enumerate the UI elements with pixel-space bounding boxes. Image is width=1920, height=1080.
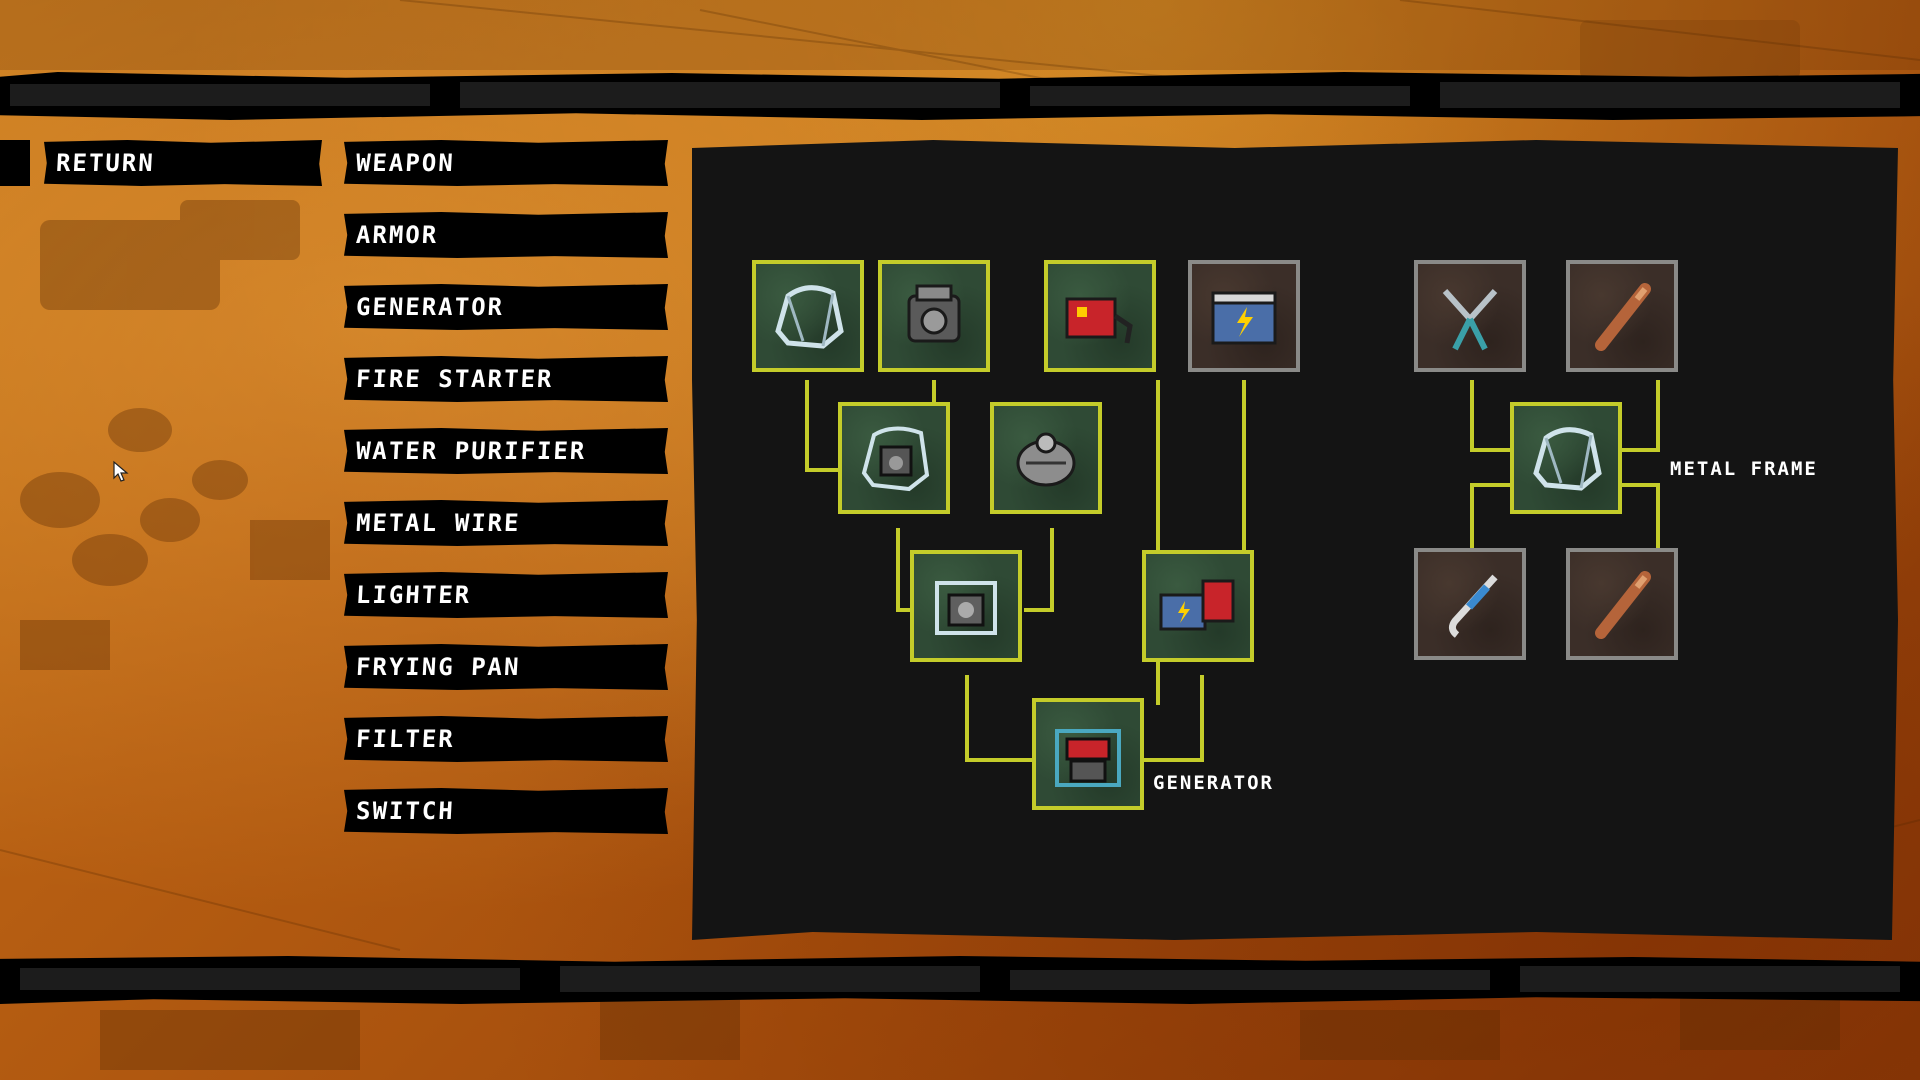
metal-frame-icon xyxy=(775,285,844,349)
battery-icon xyxy=(1211,291,1277,345)
metal-pipe-icon xyxy=(1595,283,1651,351)
crowbar-icon xyxy=(1448,574,1498,638)
generator-node-battery[interactable] xyxy=(1188,260,1300,372)
metal-frame-node-metal-frame[interactable] xyxy=(1510,402,1622,514)
generator-tree-label: GENERATOR xyxy=(1153,772,1274,794)
menu-item-label: WEAPON xyxy=(355,149,456,177)
menu-item-label: FILTER xyxy=(355,725,456,753)
menu-item-label: SWITCH xyxy=(355,797,456,825)
bolt-cutter-icon xyxy=(1442,289,1498,351)
return-button[interactable]: RETURN xyxy=(44,140,322,186)
generator-node-battery-motor[interactable] xyxy=(1142,550,1254,662)
menu-item-label: WATER PURIFIER xyxy=(355,437,588,465)
generator-node-generator[interactable] xyxy=(1032,698,1144,810)
menu-item-generator[interactable]: GENERATOR xyxy=(344,284,668,330)
red-motor-icon xyxy=(1065,297,1133,344)
generator-node-metal-frame[interactable] xyxy=(752,260,864,372)
banner-scribble-top xyxy=(10,82,1900,108)
metal-frame-icon xyxy=(1533,427,1602,491)
menu-item-water-purifier[interactable]: WATER PURIFIER xyxy=(344,428,668,474)
frame-engine-icon xyxy=(861,426,930,492)
menu-item-lighter[interactable]: LIGHTER xyxy=(344,572,668,618)
generator-node-framed-engine[interactable] xyxy=(910,550,1022,662)
top-banner xyxy=(0,72,1920,120)
generator-node-alternator[interactable] xyxy=(990,402,1102,514)
framed-engine-icon xyxy=(935,581,997,635)
metal-frame-node-bolt-cutter[interactable] xyxy=(1414,260,1526,372)
generator-icon xyxy=(1055,729,1121,787)
alternator-icon xyxy=(1016,432,1076,487)
menu-item-label: ARMOR xyxy=(355,221,439,249)
mouse-cursor-icon xyxy=(113,460,129,482)
metal-frame-node-metal-pipe[interactable] xyxy=(1566,260,1678,372)
return-button-label: RETURN xyxy=(55,149,156,177)
menu-item-fire-starter[interactable]: FIRE STARTER xyxy=(344,356,668,402)
menu-item-label: GENERATOR xyxy=(355,293,505,321)
menu-item-armor[interactable]: ARMOR xyxy=(344,212,668,258)
menu-item-label: METAL WIRE xyxy=(355,509,522,537)
menu-item-metal-wire[interactable]: METAL WIRE xyxy=(344,500,668,546)
menu-item-weapon[interactable]: WEAPON xyxy=(344,140,668,186)
banner-scribble-bottom xyxy=(20,966,1900,992)
menu-item-label: FRYING PAN xyxy=(355,653,522,681)
generator-node-engine[interactable] xyxy=(878,260,990,372)
menu-item-label: LIGHTER xyxy=(355,581,472,609)
metal-frame-node-crowbar[interactable] xyxy=(1414,548,1526,660)
menu-item-switch[interactable]: SWITCH xyxy=(344,788,668,834)
generator-node-frame-engine[interactable] xyxy=(838,402,950,514)
engine-icon xyxy=(907,284,961,343)
metal-frame-tree-label: METAL FRAME xyxy=(1670,458,1818,480)
battery-motor-icon xyxy=(1159,579,1235,631)
return-tab-edge xyxy=(0,140,30,186)
metal-pipe-icon xyxy=(1595,571,1651,639)
menu-item-filter[interactable]: FILTER xyxy=(344,716,668,762)
menu-item-frying-pan[interactable]: FRYING PAN xyxy=(344,644,668,690)
bottom-banner xyxy=(0,956,1920,1004)
generator-node-red-motor[interactable] xyxy=(1044,260,1156,372)
menu-item-label: FIRE STARTER xyxy=(355,365,555,393)
crafting-tree-panel: GENERATOR METAL FRAME xyxy=(692,140,1898,940)
metal-frame-node-metal-pipe[interactable] xyxy=(1566,548,1678,660)
